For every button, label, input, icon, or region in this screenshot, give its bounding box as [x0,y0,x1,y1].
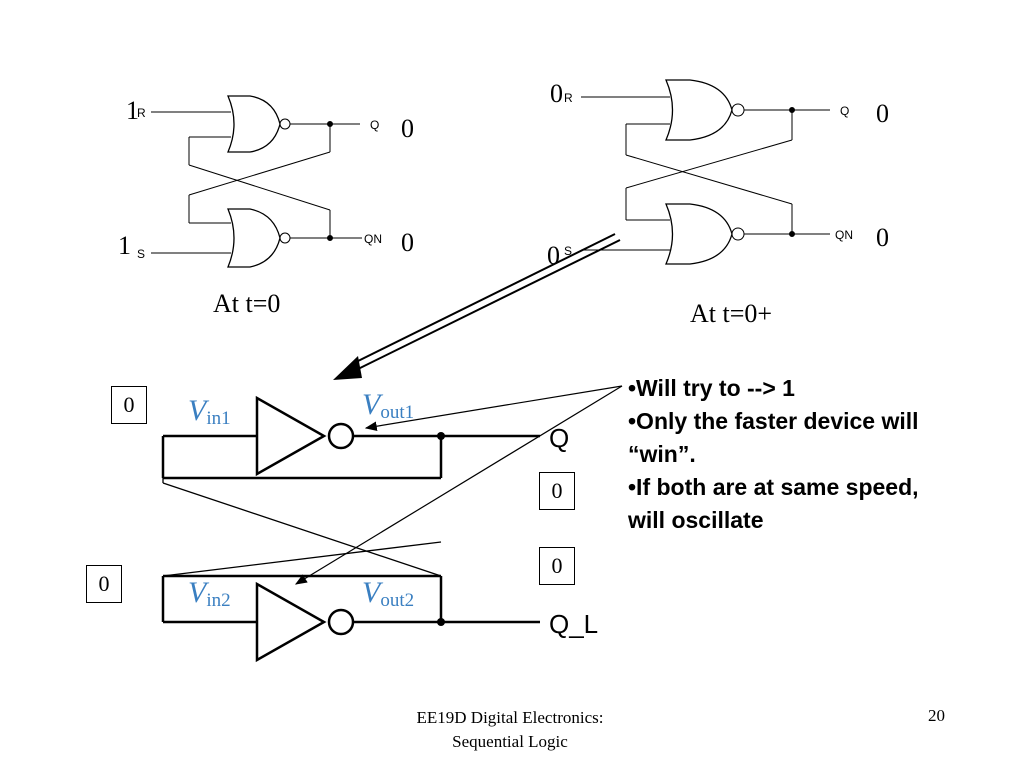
vout2-value-box: 0 [539,547,575,585]
q-label-t0: Q [370,118,379,132]
qn-label-t0plus: QN [835,228,853,242]
vout1-value-box: 0 [539,472,575,510]
page-number: 20 [928,706,945,725]
vout2-label: Vout2 [362,576,414,611]
vin1-value-box: 0 [111,386,147,424]
footer-line-1: EE19D Digital Electronics: [416,708,604,727]
s-input-value-t0plus: 0 [547,241,560,270]
q-label-t0plus: Q [840,104,849,118]
bullet-item: •If both are at same speed, will oscilla… [628,474,919,533]
inverter-bubble-lower [327,608,355,636]
footer-course-title: EE19D Digital Electronics: Sequential Lo… [360,706,660,754]
qn-output-value-t0plus: 0 [876,223,889,252]
inverting-bubble-upper-t0plus [731,103,745,117]
inverting-bubble-lower-t0 [279,232,291,244]
latch-t0 [151,95,362,268]
r-label-t0plus: R [564,91,573,105]
vin2-value-box: 0 [86,565,122,603]
q-output-label: Q [549,423,569,453]
latch-t0plus [581,79,830,265]
qn-output-value-t0: 0 [401,228,414,257]
inverter-lower [255,581,327,663]
vin2-label: Vin2 [188,576,231,611]
callout-arrows [294,385,623,585]
footer-line-2: Sequential Logic [452,732,568,751]
vout1-label: Vout1 [362,388,414,423]
ql-output-label: Q_L [549,609,598,639]
s-label-t0: S [137,247,145,261]
r-label-t0: R [137,106,146,120]
bullet-list: •Will try to --> 1 •Only the faster devi… [628,372,958,537]
q-output-value-t0: 0 [401,114,414,143]
q-output-value-t0plus: 0 [876,99,889,128]
caption-t0plus: At t=0+ [690,299,772,328]
inverter-upper [255,395,327,477]
inverter-bubble-upper [327,422,355,450]
nor-gate-upper-t0 [227,95,281,153]
caption-t0: At t=0 [213,289,280,318]
bullet-item: •Will try to --> 1 [628,375,795,401]
inverting-bubble-lower-t0plus [731,227,745,241]
s-input-value-t0: 1 [118,231,131,260]
nor-gate-lower-t0 [227,208,281,268]
inverting-bubble-upper-t0 [279,118,291,130]
vin1-label: Vin1 [188,394,231,429]
qn-label-t0: QN [364,232,382,246]
r-input-value-t0plus: 0 [550,79,563,108]
r-input-value-t0: 1 [126,96,139,125]
nor-gate-upper-t0plus [665,79,733,141]
nor-gate-lower-t0plus [665,203,733,265]
transition-arrow [333,233,621,380]
s-label-t0plus: S [564,244,572,258]
inverter-loop [161,395,540,663]
bullet-item: •Only the faster device will “win”. [628,408,919,467]
